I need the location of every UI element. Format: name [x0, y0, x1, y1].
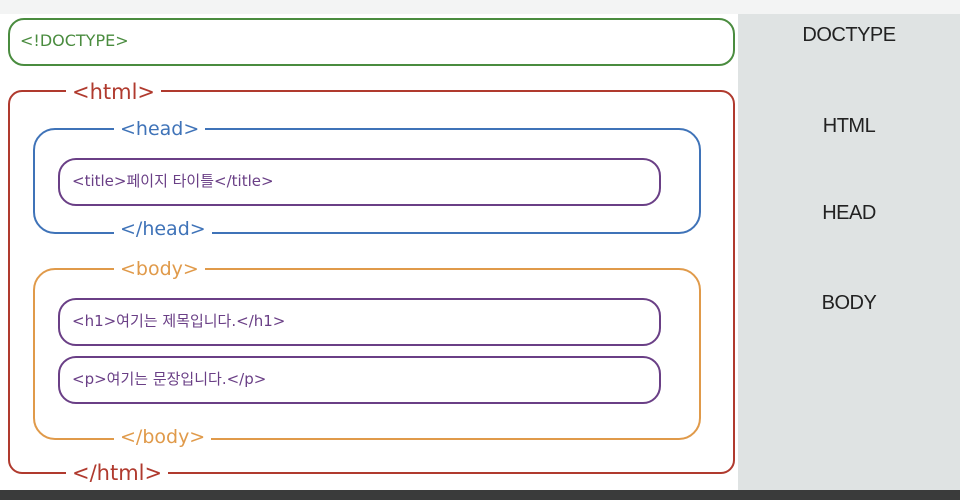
- head-close-tag: </head>: [114, 220, 212, 239]
- p-box: [58, 356, 661, 404]
- body-close-tag: </body>: [114, 428, 212, 447]
- label-body: BODY: [821, 292, 877, 314]
- label-head: HEAD: [822, 202, 876, 224]
- label-doctype: DOCTYPE: [802, 24, 896, 46]
- body-box: [33, 268, 701, 440]
- doctype-text: <!DOCTYPE>: [20, 31, 129, 50]
- head-open-tag: <head>: [114, 120, 206, 139]
- body-open-tag: <body>: [114, 260, 205, 279]
- html-box: [8, 90, 735, 474]
- title-box: [58, 158, 661, 206]
- label-column: DOCTYPE HTML HEAD BODY: [738, 14, 960, 490]
- label-html: HTML: [822, 115, 876, 137]
- title-line-text: <title>페이지 타이틀</title>: [72, 172, 274, 190]
- p-line-text: <p>여기는 문장입니다.</p>: [72, 370, 267, 388]
- top-strip: [0, 0, 960, 14]
- html-close-tag: </html>: [66, 463, 169, 484]
- h1-box: [58, 298, 661, 346]
- html-open-tag: <html>: [66, 82, 162, 103]
- head-box: [33, 128, 701, 234]
- bottom-bar: [0, 490, 960, 500]
- h1-line-text: <h1>여기는 제목입니다.</h1>: [72, 312, 286, 330]
- doctype-box: [8, 18, 735, 66]
